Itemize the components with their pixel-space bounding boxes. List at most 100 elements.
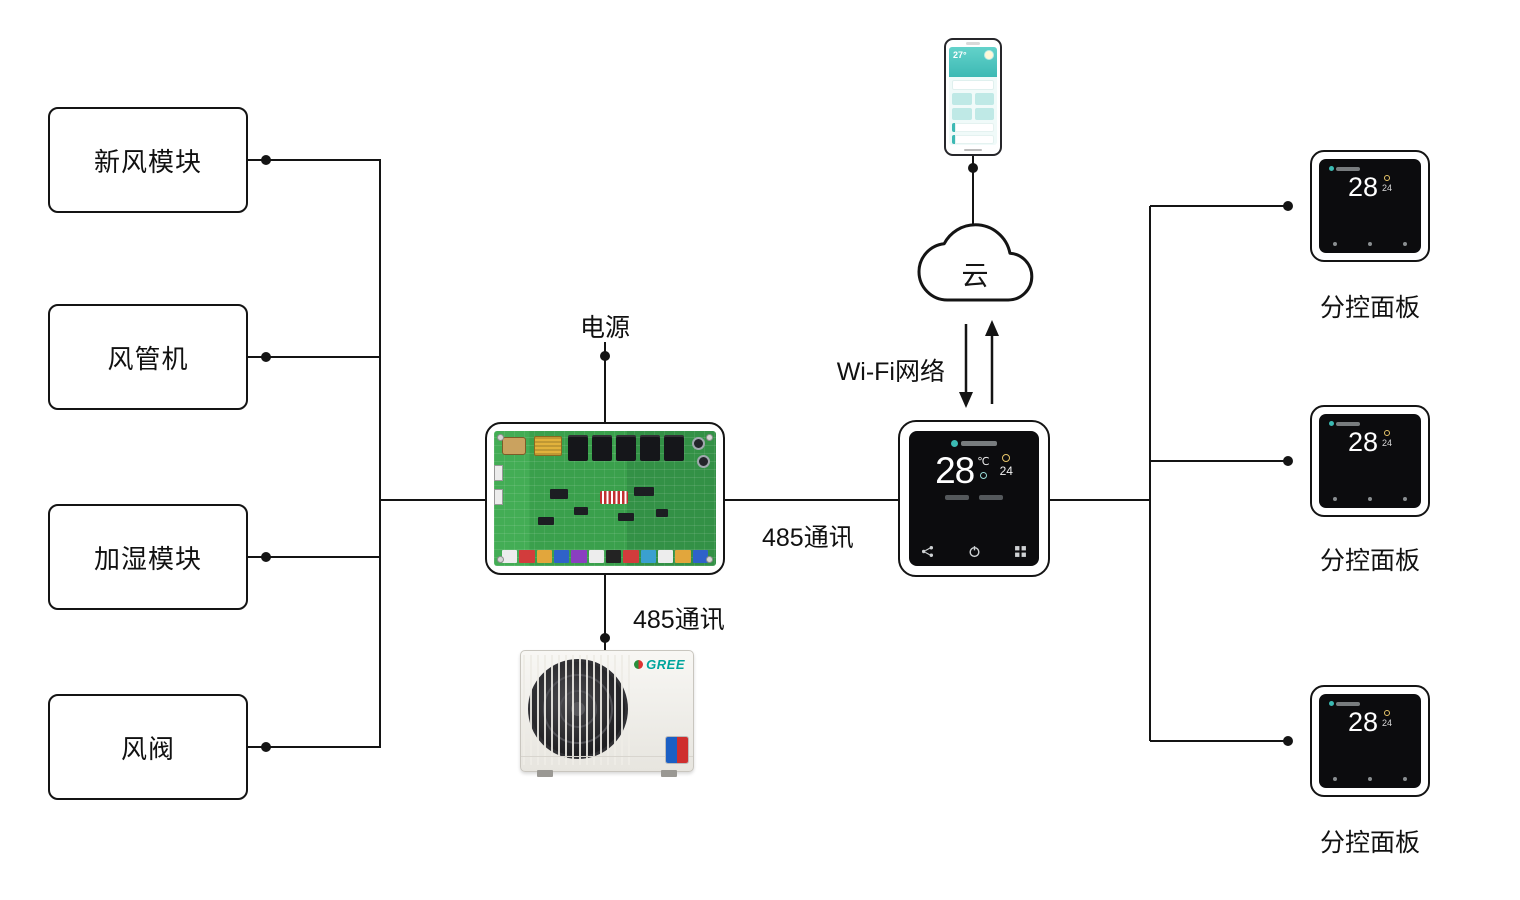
sun-icon — [1384, 430, 1391, 436]
brand-text-bar — [961, 441, 997, 446]
pcb-screw — [706, 556, 713, 563]
pcb-chip — [550, 489, 568, 499]
controller-screen: 28 ℃ 24 — [909, 431, 1039, 566]
pcb — [494, 431, 716, 566]
room-temperature: 28 — [1347, 707, 1379, 737]
main-control-board — [485, 422, 725, 575]
outdoor-unit-grille — [523, 655, 635, 765]
module-label: 新风模块 — [93, 146, 202, 177]
module-box-fresh-air: 新风模块 — [48, 107, 248, 213]
pcb-screw — [497, 556, 504, 563]
panel-brand-logo — [1329, 701, 1421, 706]
pcb-dip-switch — [600, 491, 628, 504]
temperature-readout: 28 24 — [1319, 709, 1421, 736]
set-temperature: 24 — [999, 464, 1013, 478]
panel-buttons — [1333, 777, 1407, 781]
pcb-chip — [618, 513, 634, 521]
temperature-readout: 28 24 — [1319, 174, 1421, 201]
pcb-chip — [634, 487, 654, 496]
brand-dot-icon — [1329, 166, 1334, 171]
pcb-capacitor — [692, 437, 705, 450]
module-box-duct-unit: 风管机 — [48, 304, 248, 410]
controller-buttons — [921, 545, 1027, 558]
outdoor-unit-foot — [537, 770, 553, 777]
connector-lines — [248, 154, 1290, 748]
pcb-screw — [706, 434, 713, 441]
set-temperature: 24 — [1382, 718, 1393, 728]
controller-brand-logo — [909, 440, 1039, 447]
gree-logo-icon — [634, 660, 644, 669]
wifi-network-label: Wi-Fi网络 — [836, 358, 945, 386]
brand-dot-icon — [951, 440, 958, 447]
outdoor-unit: GREE — [520, 650, 694, 777]
outdoor-unit-seam — [521, 756, 693, 757]
rs485-label-right: 485通讯 — [762, 524, 854, 552]
connector-dots — [261, 155, 1293, 752]
outdoor-unit-foot — [661, 770, 677, 777]
sub-control-panel-2: 28 24 — [1310, 405, 1430, 517]
pcb-chip — [656, 509, 668, 517]
sub-panel-screen: 28 24 — [1319, 159, 1421, 253]
power-label: 电源 — [579, 314, 630, 342]
set-temperature: 24 — [1382, 183, 1393, 193]
wifi-arrows — [959, 320, 999, 408]
app-card — [952, 80, 994, 90]
module-box-damper: 风阀 — [48, 694, 248, 800]
fan-speed-icon — [979, 472, 987, 479]
phone-temp: 27° — [953, 50, 967, 60]
pcb-relay — [616, 435, 636, 461]
sub-panel-screen: 28 24 — [1319, 414, 1421, 508]
phone-speaker — [966, 42, 980, 45]
pcb-capacitor — [697, 455, 710, 468]
pcb-terminal-row — [502, 550, 708, 563]
room-temperature: 28 — [1347, 172, 1379, 202]
pcb-inductor — [502, 437, 526, 455]
brand-dot-icon — [1329, 421, 1334, 426]
room-temperature: 28 — [1347, 427, 1379, 457]
app-tile-grid — [952, 93, 994, 120]
power-icon — [968, 546, 980, 558]
phone-app-screen: 27° — [949, 47, 997, 145]
sub-control-panel-3: 28 24 — [1310, 685, 1430, 797]
room-temperature: 28 — [935, 450, 975, 491]
panel-buttons — [1333, 242, 1407, 246]
module-box-humidifier: 加湿模块 — [48, 504, 248, 610]
sun-icon — [1384, 175, 1391, 181]
weather-app-header: 27° — [949, 47, 997, 77]
brand-text-bar — [1336, 166, 1360, 171]
cloud-label: 云 — [962, 261, 989, 291]
brand-text-bar — [1336, 701, 1360, 706]
sub-panel-label: 分控面板 — [1319, 547, 1420, 575]
brand-dot-icon — [1329, 701, 1334, 706]
gree-logo: GREE — [634, 657, 685, 672]
panel-buttons — [1333, 497, 1407, 501]
panel-brand-logo — [1329, 421, 1421, 426]
pcb-relay — [640, 435, 660, 461]
module-label: 风阀 — [120, 733, 175, 764]
pcb-relay — [592, 435, 612, 461]
sub-panel-screen: 28 24 — [1319, 694, 1421, 788]
main-wired-controller: 28 ℃ 24 — [898, 420, 1050, 577]
sub-panel-label: 分控面板 — [1319, 294, 1420, 322]
pcb-side-connector — [494, 489, 503, 505]
pcb-chip — [574, 507, 588, 515]
pcb-transformer — [534, 436, 562, 456]
brand-text-bar — [1336, 421, 1360, 426]
status-row — [909, 495, 1039, 500]
sun-icon — [985, 51, 993, 59]
menu-grid-icon — [1015, 546, 1026, 557]
pcb-relay — [568, 435, 588, 461]
share-icon — [921, 545, 934, 558]
sub-control-panel-1: 28 24 — [1310, 150, 1430, 262]
smartphone: 27° — [944, 38, 1002, 156]
module-label: 加湿模块 — [93, 543, 202, 574]
app-list-row — [952, 135, 994, 144]
module-label: 风管机 — [107, 343, 189, 374]
pcb-chip — [538, 517, 554, 525]
temp-unit: ℃ — [977, 456, 990, 468]
sun-icon — [1384, 710, 1391, 716]
temperature-readout: 28 24 — [1319, 429, 1421, 456]
sun-icon — [1002, 454, 1011, 462]
sub-panel-label: 分控面板 — [1319, 829, 1420, 857]
